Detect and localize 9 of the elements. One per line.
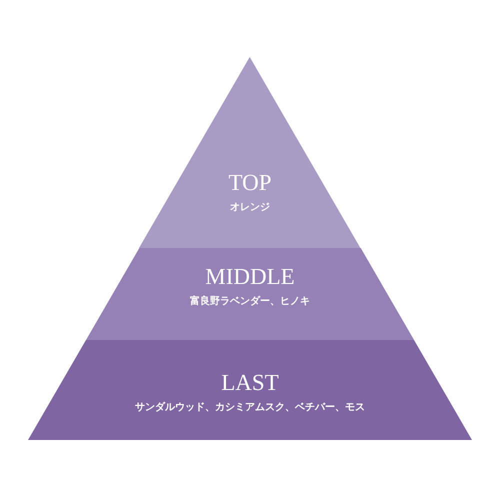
tier-heading: TOP (228, 170, 272, 195)
pyramid-tier (139, 57, 361, 248)
pyramid-tier (86, 248, 414, 340)
tier-note: オレンジ (230, 201, 270, 214)
pyramid-tier (28, 340, 472, 440)
tier-heading: MIDDLE (205, 264, 295, 290)
tier-heading: LAST (221, 370, 279, 396)
tier-note: サンダルウッド、カシミアムスク、ベチバー、モス (135, 400, 365, 414)
tier-note: 富良野ラベンダー、ヒノキ (190, 294, 310, 308)
